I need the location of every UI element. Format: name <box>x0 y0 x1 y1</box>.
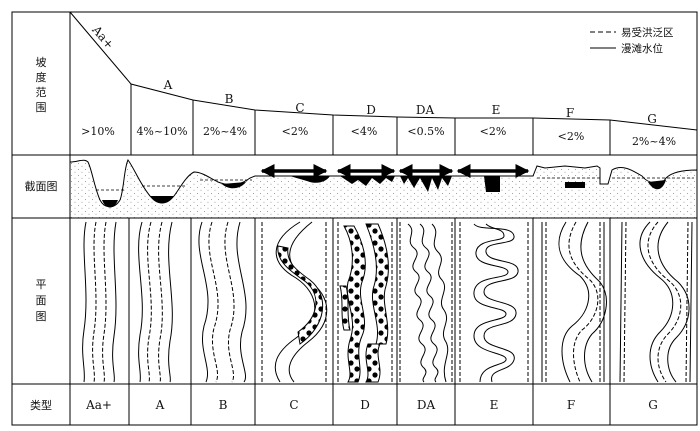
type-label-d: D <box>360 398 370 412</box>
slope-value-f: <2% <box>558 130 585 143</box>
legend-flood-label: 易受洪泛区 <box>621 27 674 39</box>
slope-value-g: 2%~4% <box>632 135 676 148</box>
top-label-b: B <box>225 92 234 106</box>
section-channel-d <box>340 176 395 186</box>
plan-row-label-2: 面 <box>36 294 47 307</box>
type-label-c: C <box>289 398 298 412</box>
top-label-g: G <box>647 112 657 126</box>
slope-value-e: <2% <box>480 125 507 138</box>
type-label-da: DA <box>417 398 436 412</box>
section-channel-b <box>222 182 246 189</box>
section-row-label: 截面图 <box>25 179 58 193</box>
section-ground <box>69 159 698 219</box>
legend: 易受洪泛区 漫滩水位 <box>590 27 674 55</box>
row-label-slope: 坡 度 范 围 <box>36 56 47 114</box>
slope-row-label-1: 坡 <box>36 56 47 69</box>
slope-value-b: 2%~4% <box>203 125 247 138</box>
slope-row-label-3: 范 <box>36 85 47 99</box>
slope-profile <box>69 11 698 131</box>
slope-value-d: <4% <box>351 125 378 138</box>
plan-da <box>399 222 453 383</box>
top-label-d: D <box>366 103 376 117</box>
plan-b <box>198 221 247 383</box>
type-label-f: F <box>567 398 575 412</box>
slope-row-label-2: 度 <box>36 70 47 84</box>
top-label-f: F <box>566 106 574 120</box>
section-channel-aa <box>102 200 118 208</box>
slope-value-c: <2% <box>282 125 309 138</box>
section-channel-da <box>400 176 452 192</box>
top-label-aa: Aa+ <box>89 22 117 52</box>
top-label-c: C <box>295 101 304 115</box>
section-channel-g <box>648 180 666 190</box>
type-row-label: 类型 <box>30 398 52 412</box>
slope-value-da: <0.5% <box>407 125 444 138</box>
column-separators <box>128 84 611 425</box>
section-channel-a <box>150 196 174 204</box>
plan-c <box>261 221 328 383</box>
type-label-e: E <box>490 398 499 412</box>
plan-g <box>619 221 693 383</box>
plan-a <box>138 221 173 383</box>
type-label-b: B <box>219 398 228 412</box>
legend-stage-label: 漫滩水位 <box>621 42 663 55</box>
plan-e <box>459 222 529 383</box>
plan-d <box>337 222 393 383</box>
type-label-aa: Aa+ <box>85 398 112 412</box>
top-label-e: E <box>492 103 501 117</box>
plan-f <box>540 222 607 382</box>
plan-row-label-1: 平 <box>36 278 47 291</box>
cross-section-row <box>69 159 698 219</box>
plan-row <box>82 221 693 383</box>
section-channel-f <box>565 182 585 188</box>
top-label-da: DA <box>416 103 435 117</box>
type-label-a: A <box>155 398 165 412</box>
plan-aa <box>82 221 117 383</box>
plan-row-label-3: 图 <box>36 310 47 323</box>
top-label-a: A <box>163 78 173 92</box>
row-label-plan: 平 面 图 <box>36 278 47 323</box>
section-channel-e <box>484 176 500 192</box>
type-label-g: G <box>648 398 658 412</box>
slope-value-a: 4%~10% <box>136 125 187 138</box>
slope-row-label-4: 围 <box>36 101 47 114</box>
slope-value-aa: >10% <box>81 125 115 138</box>
